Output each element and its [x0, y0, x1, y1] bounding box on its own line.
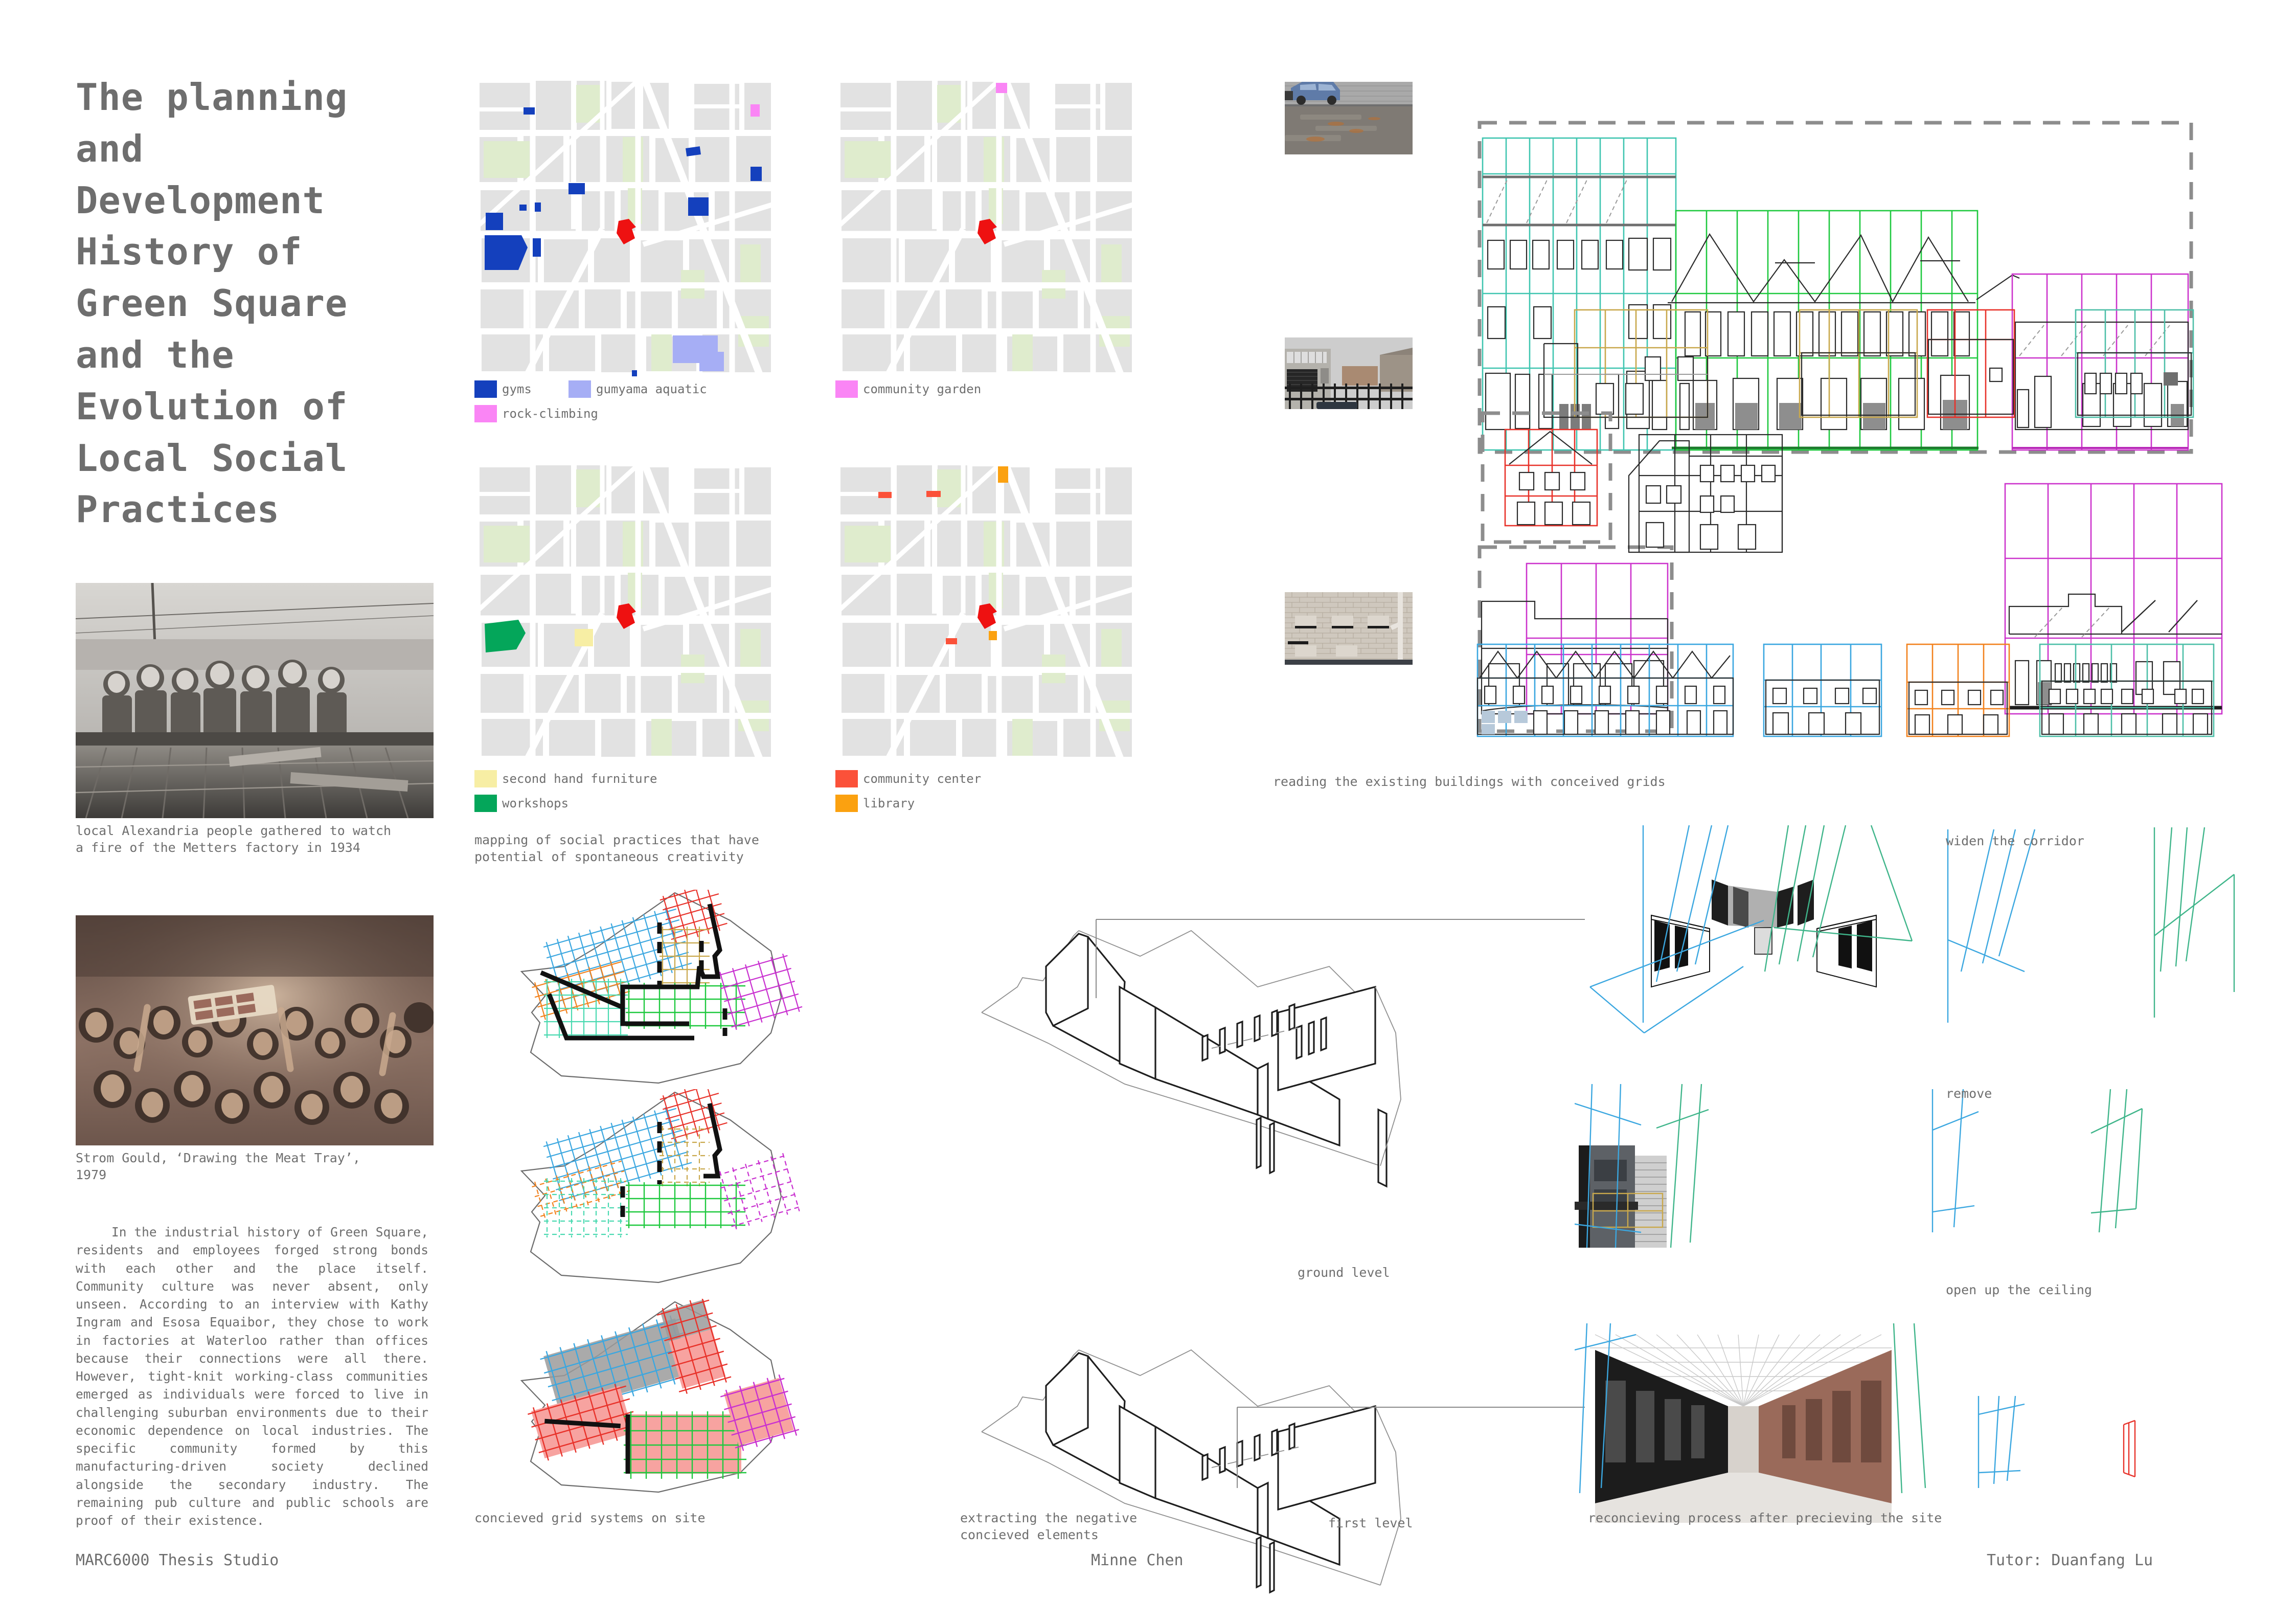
- legend-gyms: gyms: [474, 380, 532, 398]
- axonometric-label-first: first level: [1328, 1516, 1413, 1530]
- footer-center: Minne Chen: [1091, 1551, 1184, 1569]
- perspective-final: [1574, 1319, 2239, 1524]
- legend-community-center: community center: [835, 770, 981, 787]
- grids-caption: concieved grid systems on site: [474, 1511, 706, 1525]
- legend-swatch-rock-climbing: [474, 405, 497, 422]
- elevations-caption: reading the existing buildings with conc…: [1273, 774, 1666, 789]
- legend-gumyama: gumyama aquatic: [569, 380, 707, 398]
- legend-swatch-gyms: [474, 380, 497, 398]
- legend-label-gyms: gyms: [502, 382, 532, 396]
- legend-second-hand-furniture: second hand furniture: [474, 770, 657, 787]
- axonometric-label-ground: ground level: [1298, 1265, 1390, 1280]
- metters-fire-caption: local Alexandria people gathered to watc…: [76, 823, 392, 855]
- legend-swatch-second-hand-furniture: [474, 770, 497, 787]
- footer-left: MARC6000 Thesis Studio: [76, 1551, 279, 1569]
- legend-label-rock-climbing: rock-climbing: [502, 407, 598, 421]
- footer-right: Tutor: Duanfang Lu: [1987, 1551, 2153, 1569]
- legend-workshops: workshops: [474, 795, 569, 812]
- perspectives-caption: reconcieving process after precieving th…: [1588, 1511, 1942, 1525]
- grid-diagram-negative: [474, 1083, 863, 1294]
- legend-label-library: library: [863, 796, 915, 810]
- legend-library: library: [835, 795, 915, 812]
- axonometric-upper: [971, 859, 1585, 1217]
- site-photo-brickwall: [1285, 592, 1413, 665]
- axonometric-lower: [971, 1314, 1585, 1601]
- legend-swatch-gumyama: [569, 380, 591, 398]
- page-title: The planning and Development History of …: [76, 76, 348, 531]
- legend-swatch-library: [835, 795, 858, 812]
- legend-label-community-garden: community garden: [863, 382, 982, 396]
- site-photo-carpark: [1285, 82, 1413, 154]
- elevations-small-row: [1472, 297, 2239, 450]
- legend-swatch-community-center: [835, 770, 858, 787]
- meat-tray-caption: Strom Gould, ‘Drawing the Meat Tray’, 19…: [76, 1151, 360, 1182]
- meat-tray-photo: [76, 915, 434, 1145]
- annotation-remove: remove: [1946, 1086, 1992, 1101]
- metters-fire-photo: [76, 583, 434, 818]
- legend-rock-climbing: rock-climbing: [474, 405, 598, 422]
- site-photo-laneway: [1285, 337, 1413, 409]
- grid-diagram-volumes: [474, 1296, 863, 1503]
- map-gyms: [474, 76, 776, 377]
- legend-label-second-hand-furniture: second hand furniture: [502, 772, 657, 786]
- legend-label-workshops: workshops: [502, 796, 569, 810]
- body-paragraph: In the industrial history of Green Squar…: [76, 1225, 428, 1528]
- map-community-center: [835, 460, 1137, 762]
- grid-diagram-full: [474, 883, 863, 1094]
- annotation-open-ceiling: open up the ceiling: [1946, 1282, 2092, 1297]
- map-community-garden: [835, 76, 1137, 377]
- axonometric-caption: extracting the negative concieved elemen…: [960, 1511, 1138, 1542]
- annotation-widen-corridor: widen the corridor: [1946, 833, 2084, 848]
- legend-swatch-workshops: [474, 795, 497, 812]
- maps-caption: mapping of social practices that have po…: [474, 832, 759, 864]
- legend-label-community-center: community center: [863, 772, 982, 786]
- legend-label-gumyama: gumyama aquatic: [596, 382, 707, 396]
- elevations-bottom-row: [1457, 629, 2239, 752]
- map-workshops: [474, 460, 776, 762]
- elevation-terrace-red: [1472, 409, 1830, 578]
- legend-swatch-community-garden: [835, 380, 858, 398]
- perspective-widen-corridor: [1575, 818, 2239, 1053]
- perspective-remove: [1574, 1079, 2239, 1258]
- legend-community-garden: community garden: [835, 380, 981, 398]
